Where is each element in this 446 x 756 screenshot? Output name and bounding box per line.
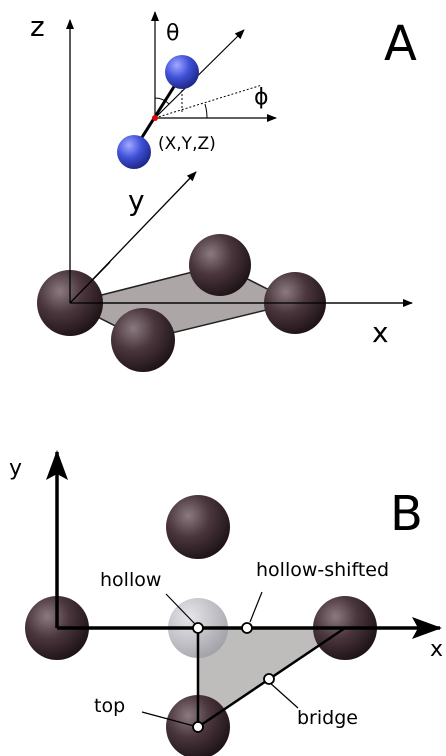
hollow-shifted-leader: [249, 591, 263, 623]
hollow-label: hollow: [100, 569, 161, 591]
theta-arc: [154, 97, 170, 105]
z-axis-label-a: z: [30, 10, 45, 43]
substrate-atom-upper-b: [166, 495, 230, 559]
position-label: (X,Y,Z): [158, 134, 216, 154]
phi-label: ϕ: [254, 85, 269, 110]
theta-label: θ: [166, 21, 179, 46]
bridge-label: bridge: [297, 707, 358, 729]
adsorbate-atom-lower: [117, 135, 151, 169]
phi-arc: [204, 103, 208, 119]
site-marker-bridge: [263, 673, 275, 685]
y-axis-label-b: y: [9, 456, 22, 481]
panel-b: B y x hollow hollow-shifted top bridge: [9, 450, 443, 756]
panel-b-letter: B: [390, 486, 423, 542]
hollow-leader: [165, 593, 196, 625]
molecule-center-point: [152, 115, 158, 121]
y-axis-label-a: y: [128, 184, 145, 217]
site-marker-top: [192, 721, 204, 733]
site-marker-hollow-shifted: [241, 622, 253, 634]
substrate-atom-back: [189, 234, 251, 296]
x-axis-label-a: x: [372, 316, 389, 349]
substrate-atom-front: [111, 308, 175, 372]
projection-line: [154, 84, 263, 119]
panel-a: A z y x θ ϕ (X,Y,Z): [30, 10, 417, 372]
x-axis-label-b: x: [430, 637, 443, 662]
site-marker-hollow: [192, 622, 204, 634]
top-leader: [141, 711, 195, 727]
molecular-axis: [154, 29, 245, 119]
hollow-shifted-label: hollow-shifted: [256, 559, 389, 581]
top-label: top: [94, 695, 125, 717]
panel-a-letter: A: [384, 16, 417, 72]
adsorbate-atom-upper: [165, 55, 199, 89]
bridge-leader: [268, 681, 299, 709]
y-axis-a-over: [69, 261, 111, 304]
